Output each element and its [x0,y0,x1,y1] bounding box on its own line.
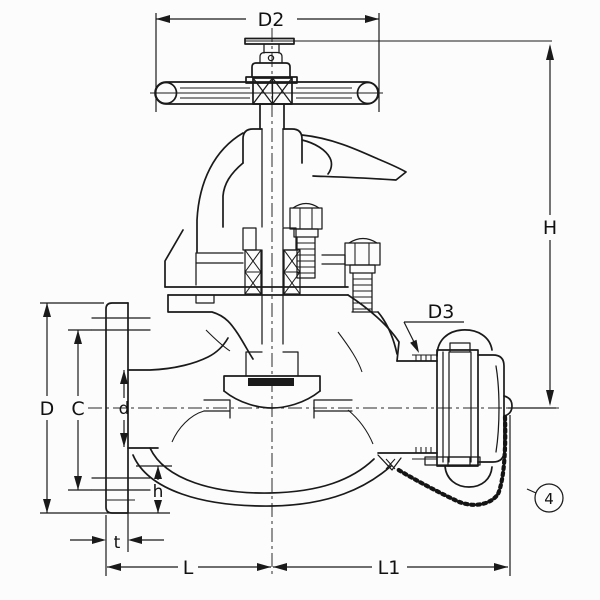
dim-d3: D3 [403,301,464,353]
dim-d2: D2 [155,9,380,112]
label-hole: h [153,482,164,502]
chain-link-mark [385,458,396,470]
label-l: L [183,557,194,579]
label-t: t [114,533,121,553]
callout-4: 4 [526,483,564,513]
coupling-ring [424,329,493,488]
dimensions: D2 H D3 D [40,9,564,579]
dim-hole-height: h [136,465,172,513]
outlet-cap [477,354,513,463]
bonnet-bolt [344,237,381,313]
label-d-flange: D [40,398,55,420]
valve-body [91,294,400,514]
gland-bolt [289,202,323,279]
centerlines [88,28,562,578]
packing [244,249,301,295]
chain-lug [377,454,402,471]
dim-bolt-circle: C [68,329,92,491]
label-d3: D3 [428,301,455,323]
dim-bore: d [119,370,130,447]
handwheel [150,37,552,130]
dim-flange-od: D [40,302,170,514]
label-callout: 4 [544,490,554,508]
label-h: H [543,217,557,239]
dim-thickness: t [70,513,164,576]
label-l1: L1 [378,557,401,579]
label-bore: d [119,399,130,419]
label-c: C [71,398,84,420]
hose-outlet [377,329,513,507]
dim-h: H [508,44,557,409]
valve-disc [223,351,321,409]
label-d2: D2 [258,9,285,31]
dim-length-l1: L1 [273,415,511,579]
cap-knob [503,395,513,417]
dim-length-l: L [107,557,271,579]
bonnet-yoke [164,128,407,360]
cap-chain [394,414,508,507]
